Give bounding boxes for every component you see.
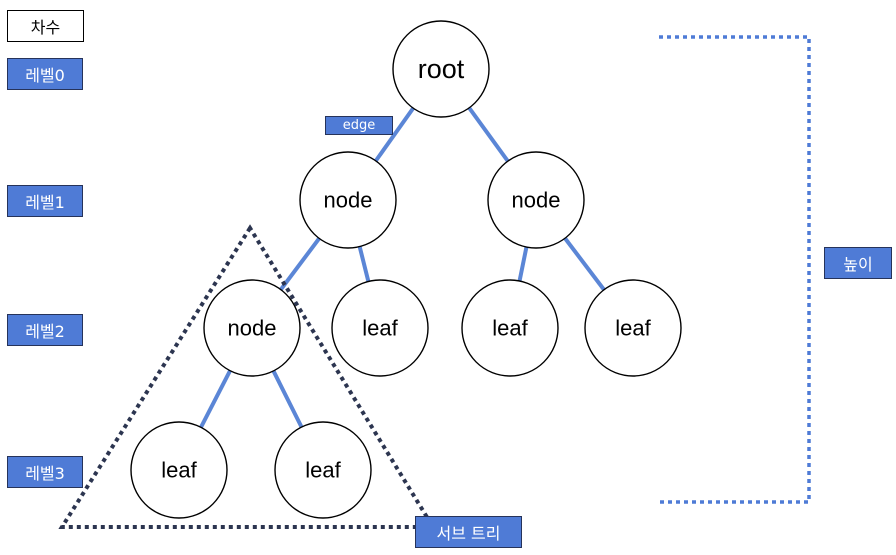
level0-label: 레벨0 — [7, 58, 83, 90]
subtree-label: 서브 트리 — [415, 516, 522, 548]
leaf-right-2 — [584, 279, 682, 377]
height-bracket — [659, 35, 811, 504]
node-right-label: node — [512, 188, 561, 213]
leaf-right-1 — [461, 279, 559, 377]
level3-label: 레벨3 — [7, 456, 83, 488]
leaf-right-1-label: leaf — [492, 316, 528, 341]
node-left — [299, 151, 397, 249]
height-label: 높이 — [824, 247, 892, 279]
leaf-sub-1 — [130, 421, 228, 519]
root-node — [392, 20, 490, 118]
subtree-outline — [58, 224, 437, 529]
level1-label: 레벨1 — [7, 185, 83, 217]
degree-label: 차수 — [7, 10, 84, 42]
leaf-sub-2 — [274, 421, 372, 519]
leaf-sub-2-label: leaf — [305, 458, 341, 483]
node-sub-label: node — [228, 316, 277, 341]
node-right — [487, 151, 585, 249]
leaf-left — [331, 279, 429, 377]
level2-label: 레벨2 — [7, 314, 83, 346]
node-left-label: node — [324, 188, 373, 213]
leaf-right-2-label: leaf — [615, 316, 651, 341]
root-label: root — [418, 54, 465, 84]
leaf-left-label: leaf — [362, 316, 398, 341]
leaf-sub-1-label: leaf — [161, 458, 197, 483]
node-sub — [203, 279, 301, 377]
edge-label: edge — [325, 116, 393, 135]
